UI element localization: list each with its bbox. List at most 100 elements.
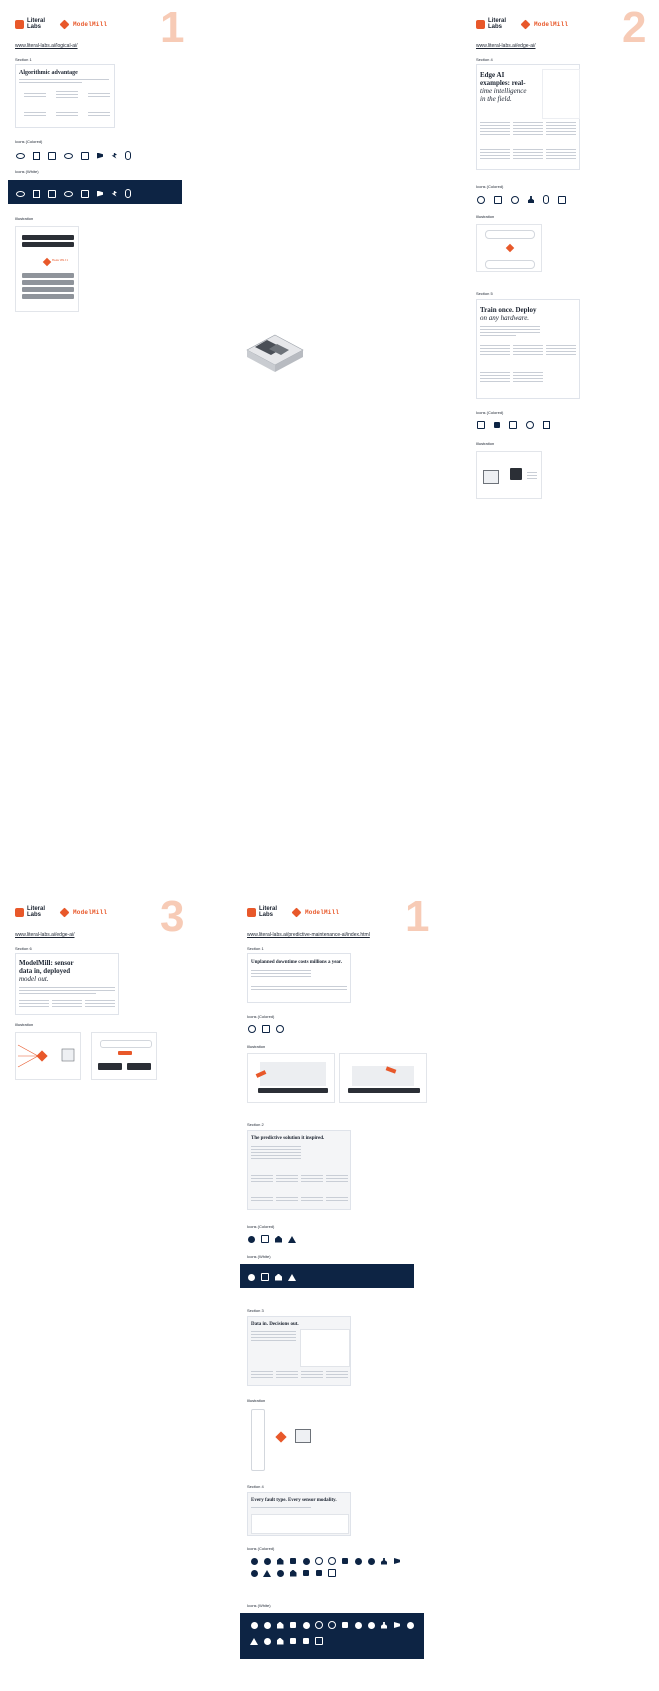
page-number: 1 — [405, 892, 430, 941]
fault-icon-14 — [248, 1637, 260, 1645]
fault-icon-1 — [248, 1557, 260, 1565]
page-url[interactable]: www.literal-labs.ai/logical-ai/ — [15, 43, 78, 49]
fault-icon-4 — [287, 1558, 299, 1564]
icons-white-label-4: Icons (White) — [247, 1603, 271, 1608]
fault-icon-12 — [391, 1622, 403, 1628]
modelmill-mark-icon — [275, 1431, 287, 1443]
brand-header: Literal Labs ModelMill — [15, 906, 107, 918]
eye-outline-icon — [64, 190, 73, 197]
fault-icon-11 — [378, 1621, 390, 1629]
section-label: Section 6 — [15, 946, 32, 951]
modelmill-logo[interactable]: ModelMill — [291, 907, 339, 918]
fault-icon-10 — [365, 1557, 377, 1565]
illustration-label: Illustration — [15, 1022, 34, 1027]
fault-icon-14 — [261, 1569, 273, 1577]
illustration-hub — [476, 224, 542, 272]
fault-icon-13 — [404, 1621, 416, 1629]
illustration-stack: ModelMill — [15, 226, 79, 312]
fault-icon-6 — [313, 1621, 325, 1629]
fault-icon-16 — [274, 1637, 286, 1645]
warning-icon — [288, 1273, 296, 1281]
literal-labs-logo[interactable]: Literal Labs — [247, 906, 281, 918]
eye-outline-icon — [64, 152, 73, 159]
fault-icon-4 — [287, 1622, 299, 1628]
frame-icon — [48, 189, 56, 198]
bolt-icon — [111, 190, 117, 197]
icons-coloured-label: Icons (Colored) — [15, 139, 43, 144]
modelmill-logo[interactable]: ModelMill — [59, 907, 107, 918]
section-label: Section 4 — [476, 57, 493, 62]
fault-icon-1 — [248, 1621, 260, 1629]
bolt-icon — [111, 152, 117, 159]
literal-labs-logo[interactable]: Literal Labs — [476, 18, 510, 30]
battery-icon — [125, 189, 131, 198]
icons-coloured-label-1: Icons (Colored) — [247, 1014, 275, 1019]
section-4-card: Every fault type. Every sensor modality. — [247, 1492, 351, 1536]
calendar-icon — [261, 1235, 269, 1243]
icons-coloured-row — [16, 151, 131, 160]
eye-icon — [16, 152, 25, 159]
card-title: Unplanned downtime costs millions a year… — [251, 960, 342, 965]
fault-icon-7 — [326, 1557, 338, 1565]
icons-coloured-label: Icons (Colored) — [476, 184, 504, 189]
frame-icon — [48, 151, 56, 160]
modelmill-logo[interactable]: ModelMill — [59, 19, 107, 30]
page-url[interactable]: www.literal-labs.ai/edge-ai/ — [476, 43, 536, 49]
card-title: Algorithmic advantage — [19, 70, 78, 76]
icons-white-label: Icons (White) — [15, 169, 39, 174]
fault-icon-2 — [261, 1557, 273, 1565]
battery-icon — [125, 151, 131, 160]
fault-icon-17 — [287, 1638, 299, 1644]
sensor-icon — [543, 195, 549, 204]
gauge-icon — [248, 1025, 256, 1033]
icons-coloured-row-1 — [248, 1025, 284, 1033]
card-title: The predictive solution it inspired. — [251, 1136, 325, 1141]
modelmill-logo[interactable]: ModelMill — [520, 19, 568, 30]
literal-labs-logo[interactable]: Literal Labs — [15, 18, 49, 30]
section-4-card: Edge AI examples: real- time intelligenc… — [476, 64, 580, 170]
eye-icon — [16, 190, 25, 197]
illustration-ingest — [15, 1032, 81, 1080]
play-icon — [248, 1235, 255, 1243]
icons-coloured-label-4: Icons (Colored) — [247, 1546, 275, 1551]
fault-icon-2 — [261, 1621, 273, 1629]
page-url[interactable]: www.literal-labs.ai/edge-ai/ — [15, 932, 75, 938]
section-label-1: Section 1 — [247, 946, 264, 951]
fault-icon-3 — [274, 1621, 286, 1629]
fault-icon-18 — [300, 1638, 312, 1644]
illustration-label-3: Illustration — [247, 1398, 266, 1403]
illustration-label-1: Illustration — [247, 1044, 266, 1049]
icons-white-label-2: Icons (White) — [247, 1254, 271, 1259]
section-label: Section 1 — [15, 57, 32, 62]
icons-white-band-4 — [240, 1613, 424, 1659]
fault-icon-16 — [287, 1569, 299, 1577]
fault-icon-7 — [326, 1621, 338, 1629]
card-title: Every fault type. Every sensor modality. — [251, 1498, 337, 1503]
fault-icon-12 — [391, 1558, 403, 1564]
illustration-label: Illustration — [476, 214, 495, 219]
camera-icon — [509, 421, 517, 429]
scan-icon — [494, 195, 502, 204]
folder-icon — [543, 421, 550, 429]
icons-coloured-grid-4 — [248, 1557, 408, 1577]
section-label-3: Section 3 — [247, 1308, 264, 1313]
device-icon — [558, 195, 566, 204]
card-title: Data in. Decisions out. — [251, 1322, 299, 1327]
brand-header: Literal Labs ModelMill — [476, 18, 568, 30]
card-title: ModelMill: sensor data in, deployed mode… — [19, 959, 74, 983]
illustration-factory-b — [339, 1053, 427, 1103]
fault-icon-9 — [352, 1557, 364, 1565]
fault-icon-8 — [339, 1558, 351, 1564]
fault-icon-15 — [274, 1569, 286, 1577]
play-icon — [248, 1273, 255, 1281]
section-label-2: Section 2 — [247, 1122, 264, 1127]
literal-labs-logo[interactable]: Literal Labs — [15, 906, 49, 918]
brand-header: Literal Labs ModelMill — [247, 906, 339, 918]
illustration-factory-a — [247, 1053, 335, 1103]
page-url[interactable]: www.literal-labs.ai/predictive-maintenan… — [247, 932, 370, 938]
fault-icon-10 — [365, 1621, 377, 1629]
modelmill-mark-icon — [505, 243, 515, 253]
alert-icon — [276, 1025, 284, 1033]
section-2-card: The predictive solution it inspired. — [247, 1130, 351, 1210]
card-title: Train once. Deploy on any hardware. — [480, 306, 537, 322]
